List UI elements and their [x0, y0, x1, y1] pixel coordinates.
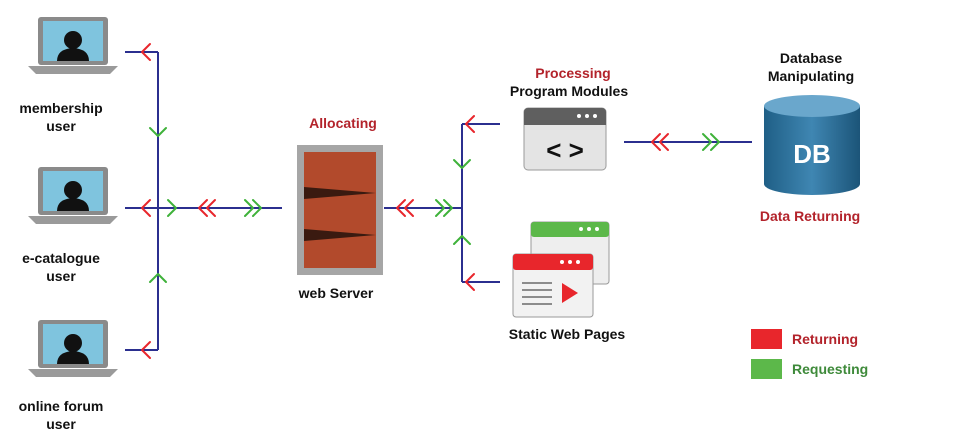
return-arrow-icon	[465, 115, 475, 133]
user-online-forum: online forum user	[19, 320, 118, 432]
connector-lines	[125, 51, 752, 351]
user-label-line1: membership	[19, 100, 102, 116]
legend-returning-swatch	[751, 329, 782, 349]
return-arrow-icon	[198, 199, 216, 217]
program-modules: Processing Program Modules < >	[510, 65, 628, 171]
web-pages-icon	[512, 221, 610, 318]
return-arrow-icon	[141, 341, 151, 359]
return-arrow-icon	[651, 133, 669, 151]
web-server: Allocating web Server	[297, 115, 383, 301]
return-arrow-icon	[141, 199, 151, 217]
laptop-user-icon	[28, 320, 118, 377]
return-arrow-icon	[465, 273, 475, 291]
modules-action-label: Processing	[535, 65, 610, 81]
laptop-user-icon	[28, 17, 118, 74]
user-e-catalogue: e-catalogue user	[22, 167, 118, 284]
database-title-line1: Database	[780, 50, 842, 66]
code-icon-text: < >	[546, 135, 584, 165]
user-label-line2: user	[46, 268, 76, 284]
database-icon-text: DB	[793, 139, 831, 169]
request-arrow-icon	[244, 199, 262, 217]
code-window-icon: < >	[523, 107, 607, 171]
database-title-line2: Manipulating	[768, 68, 854, 84]
modules-caption: Program Modules	[510, 83, 628, 99]
static-web-pages: Static Web Pages	[509, 221, 626, 342]
return-arrow-icon	[141, 43, 151, 61]
legend: Returning Requesting	[751, 329, 868, 379]
request-arrow-icon	[702, 133, 720, 151]
data-returning-label: Data Returning	[760, 208, 860, 224]
server-action-label: Allocating	[309, 115, 377, 131]
user-label-line1: online forum	[19, 398, 104, 414]
request-arrow-icon	[435, 199, 453, 217]
return-arrow-icon	[396, 199, 414, 217]
request-arrow-icon	[453, 235, 471, 245]
user-membership: membership user	[19, 17, 118, 134]
request-arrow-icon	[149, 127, 167, 137]
legend-requesting-swatch	[751, 359, 782, 379]
laptop-user-icon	[28, 167, 118, 224]
request-arrow-icon	[149, 273, 167, 283]
static-pages-caption: Static Web Pages	[509, 326, 626, 342]
database-cylinder-icon: DB	[764, 95, 860, 195]
user-label-line2: user	[46, 416, 76, 432]
server-rack-icon	[297, 145, 383, 275]
database: Database Manipulating DB Data Returning	[760, 50, 860, 224]
request-arrow-icon	[453, 159, 471, 169]
server-caption: web Server	[298, 285, 374, 301]
legend-returning-label: Returning	[792, 331, 858, 347]
user-label-line2: user	[46, 118, 76, 134]
user-label-line1: e-catalogue	[22, 250, 100, 266]
legend-requesting-label: Requesting	[792, 361, 868, 377]
request-arrow-icon	[167, 199, 177, 217]
